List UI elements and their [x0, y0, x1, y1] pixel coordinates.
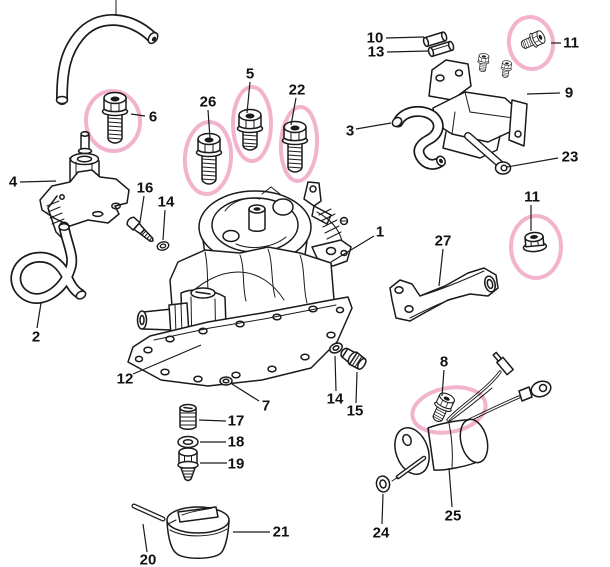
leader-line-22	[290, 97, 297, 126]
part-16-screw	[126, 216, 154, 242]
leader-line-9	[526, 92, 561, 95]
part-5-bolt	[236, 108, 264, 151]
leader-line-12	[132, 344, 202, 375]
highlight-circle-part-22	[278, 105, 320, 183]
leader-line-27	[438, 248, 444, 287]
leader-line-5	[246, 81, 251, 114]
leader-line-26	[207, 109, 211, 139]
highlight-circle-part-11	[509, 214, 563, 280]
part-13-pin	[427, 40, 455, 58]
part-10-pin	[422, 31, 448, 48]
part-label-4: 4	[9, 174, 18, 191]
part-4-bracket-assembly	[39, 131, 130, 239]
part-label-11: 11	[524, 189, 540, 206]
hose-top-left	[55, 14, 159, 105]
part-label-10: 10	[367, 30, 384, 47]
part-22-bolt	[281, 120, 309, 173]
part-9-bracket	[428, 52, 528, 175]
highlight-circle-part-8	[410, 385, 488, 435]
leader-line-8	[441, 369, 445, 397]
part-label-3: 3	[346, 123, 354, 140]
part-label-16: 16	[137, 180, 154, 197]
leader-line-2	[36, 302, 42, 329]
part-label-20: 20	[140, 552, 157, 567]
part-label-18: 18	[228, 434, 245, 451]
part-17-jet	[179, 403, 197, 430]
part-label-19: 19	[228, 456, 245, 473]
leader-line-10	[385, 36, 425, 39]
leader-line-25	[448, 467, 453, 508]
part-14-washer-left	[155, 239, 171, 253]
part-label-24: 24	[373, 525, 390, 542]
highlight-circle-part-5	[231, 85, 273, 163]
leader-line-7	[231, 383, 260, 402]
part-label-12: 12	[117, 371, 134, 388]
part-11-nut	[521, 230, 548, 254]
part-6-bolt	[101, 91, 129, 144]
ring-terminal	[518, 380, 552, 402]
leader-line-4	[19, 180, 57, 183]
highlight-circles	[83, 15, 563, 435]
part-label-15: 15	[347, 403, 364, 420]
part-label-22: 22	[289, 82, 306, 99]
part-label-13: 13	[368, 44, 385, 61]
highlight-circle-part-6	[83, 89, 143, 153]
part-label-7: 7	[262, 398, 270, 415]
part-label-17: 17	[228, 413, 245, 430]
part-11-bolt	[518, 28, 548, 53]
line-art	[10, 0, 552, 559]
part-24-washer	[375, 475, 391, 493]
highlight-circle-part-26	[182, 120, 234, 196]
leader-line-1	[330, 235, 375, 263]
leader-line-14	[162, 209, 166, 241]
part-21-cup	[166, 506, 230, 559]
part-26-bolt	[195, 132, 223, 185]
part-19-valve	[177, 447, 199, 482]
part-1-carburetor	[127, 181, 353, 387]
part-label-23: 23	[562, 149, 579, 166]
part-label-27: 27	[435, 233, 452, 250]
leader-line-24	[381, 493, 384, 525]
leader-line-14	[334, 355, 337, 392]
part-label-1: 1	[376, 224, 384, 241]
part-label-9: 9	[565, 85, 573, 102]
part-label-21: 21	[273, 524, 290, 541]
part-15-screw	[340, 347, 367, 370]
leader-line-20	[142, 523, 148, 553]
part-7-washer	[219, 376, 233, 386]
leader-lines	[19, 36, 561, 553]
part-label-25: 25	[445, 508, 462, 525]
part-3-hose	[391, 105, 447, 170]
part-23-arm	[464, 132, 512, 175]
leader-line-3	[355, 122, 392, 130]
part-label-14: 14	[327, 391, 344, 408]
part-2-hose	[10, 221, 87, 304]
part-27-bracket	[389, 267, 499, 322]
leader-line-16	[139, 195, 145, 223]
leader-line-6	[130, 113, 146, 117]
leader-line-23	[506, 157, 559, 168]
part-label-2: 2	[32, 329, 40, 346]
leader-line-17	[198, 419, 227, 422]
part-20-rod	[131, 503, 166, 522]
leader-line-13	[386, 50, 430, 53]
part-label-6: 6	[149, 109, 157, 126]
part-18-washer	[177, 435, 199, 449]
part-label-14: 14	[158, 194, 175, 211]
leader-line-15	[355, 371, 358, 404]
part-label-11: 11	[563, 35, 579, 52]
highlight-circle-part-11	[506, 15, 556, 71]
part-label-5: 5	[246, 66, 254, 83]
part-label-8: 8	[440, 354, 448, 371]
part-label-26: 26	[200, 94, 217, 111]
